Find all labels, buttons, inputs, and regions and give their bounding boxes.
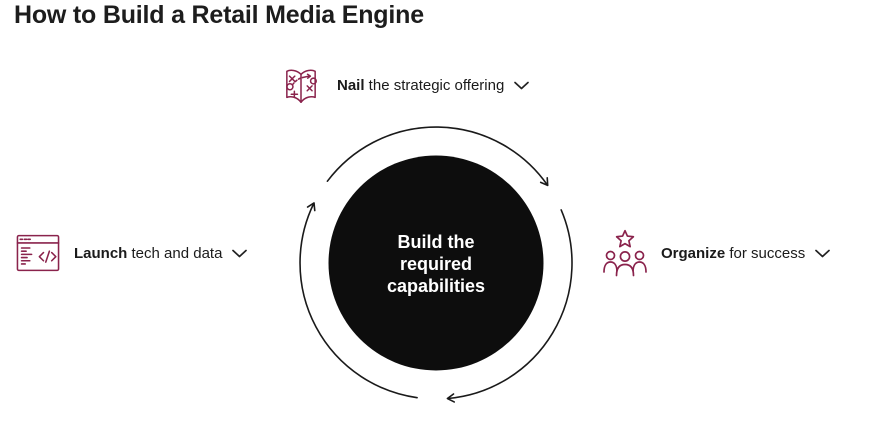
item-launch-tech-and-data[interactable]: Launch tech and data [15, 229, 248, 277]
item-label-lead: Nail [337, 76, 365, 94]
page-title: How to Build a Retail Media Engine [14, 1, 424, 29]
center-label: Build the required capabilities [386, 232, 486, 296]
cycle-arrow-top [326, 126, 549, 187]
cycle-arrow-right [446, 209, 573, 403]
item-label: Launch tech and data [74, 245, 222, 262]
item-label-lead: Launch [74, 244, 128, 262]
item-organize-for-success[interactable]: Organize for success [602, 229, 831, 277]
chevron-down-icon[interactable] [513, 80, 530, 91]
cycle-arrow-left [299, 202, 418, 399]
item-label-rest: for success [725, 244, 806, 262]
item-nail-strategic-offering[interactable]: Nail the strategic offering [278, 60, 530, 110]
item-label-rest: tech and data [127, 244, 223, 262]
item-label: Organize for success [661, 245, 805, 262]
item-label: Nail the strategic offering [337, 77, 504, 94]
item-label-rest: the strategic offering [364, 76, 505, 94]
item-label-lead: Organize [661, 244, 726, 262]
chevron-down-icon[interactable] [231, 248, 248, 259]
strategy-map-icon [286, 69, 317, 104]
browser-code-icon [16, 234, 60, 272]
center-circle [328, 155, 544, 371]
chevron-down-icon[interactable] [814, 248, 831, 259]
team-star-icon [603, 229, 647, 277]
